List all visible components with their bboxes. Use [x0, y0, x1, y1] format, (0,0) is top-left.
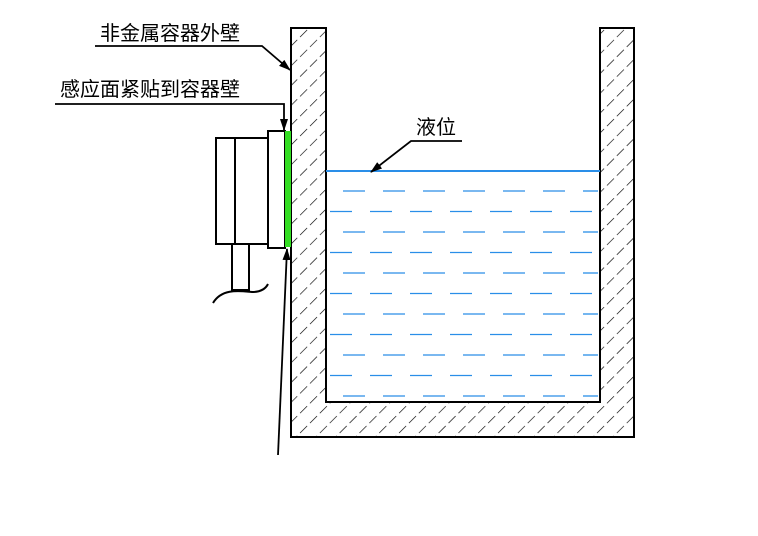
sensing-face-label: 感应面紧贴到容器壁 — [60, 77, 240, 101]
liquid — [326, 170, 600, 397]
liquid-level-label: 液位 — [416, 115, 456, 139]
sensor-stem — [231, 243, 250, 291]
sensor-cable — [212, 283, 269, 304]
level-sensor — [212, 130, 291, 304]
outer-wall-callout: 非金属容器外壁 — [95, 21, 291, 71]
container-wall — [290, 27, 635, 438]
liquid-level-callout: 液位 — [370, 115, 462, 173]
sensor-flange — [267, 130, 286, 249]
outer-wall-label: 非金属容器外壁 — [100, 21, 240, 45]
sensing-face — [285, 131, 291, 247]
sensing-face-callout: 感应面紧贴到容器壁 — [55, 77, 291, 456]
sensor-body — [215, 137, 269, 245]
